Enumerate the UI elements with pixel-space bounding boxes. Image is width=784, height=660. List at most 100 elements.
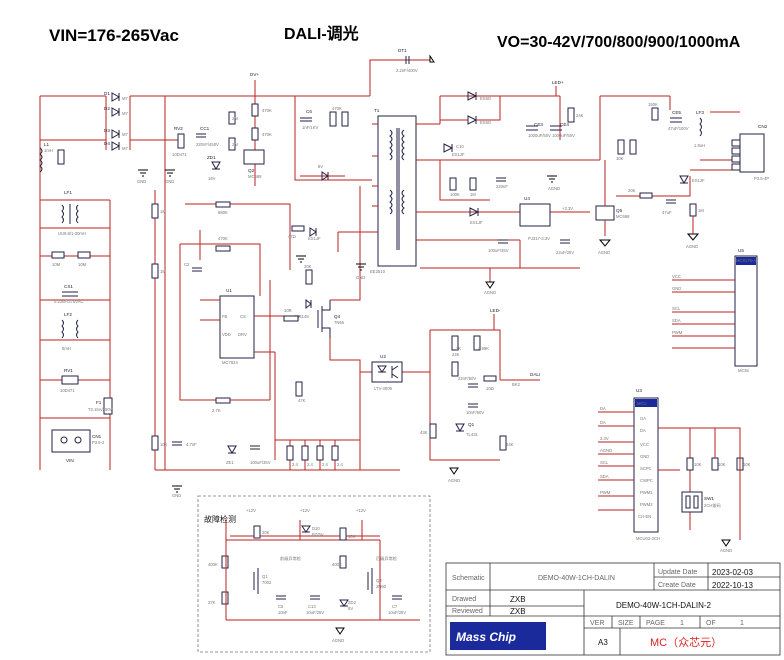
svg-text:400K: 400K (332, 562, 342, 567)
svg-text:2.4: 2.4 (307, 462, 313, 467)
svg-text:AGND: AGND (484, 290, 496, 295)
pin-drv: DRV (238, 332, 247, 337)
svg-text:1M: 1M (698, 208, 704, 213)
cx1-ref: CX1 (64, 284, 73, 289)
svg-text:ZE1: ZE1 (226, 460, 234, 465)
capacitor-c1 (172, 441, 182, 446)
cn1-ref: CN1 (92, 434, 102, 439)
svg-text:2.7K: 2.7K (212, 408, 221, 413)
svg-text:4.99K: 4.99K (478, 346, 489, 351)
resistor-r23 (295, 381, 303, 397)
reviewed-value: ZXB (510, 607, 526, 616)
pin-sda-right: SDA (672, 318, 681, 323)
dali-label: DALI (530, 372, 540, 377)
svg-text:ES5G: ES5G (480, 96, 491, 101)
transistor-q2: Q2 MC669 (243, 149, 265, 179)
svg-text:2K: 2K (456, 346, 461, 351)
varistor-rv1: RV1 10D471 (60, 368, 79, 393)
capacitor-cx1: CX1 0.22uF/275VAC (54, 284, 84, 304)
svg-text:MCU02-2CH: MCU02-2CH (636, 536, 660, 541)
resistor-r11 (151, 263, 159, 279)
ver-label: VER (590, 620, 604, 627)
led-plus-label: LED+ (552, 80, 564, 85)
svg-text:24K: 24K (506, 442, 514, 447)
schematic-value: DEMO-40W-1CH-DALIN (538, 575, 615, 582)
led-minus-label: LED- (490, 308, 501, 313)
resistor-ra (51, 251, 65, 259)
ce5-value: 47uF/100V (668, 126, 689, 131)
svg-text:24K: 24K (452, 352, 460, 357)
sw1-ref: SW1 (704, 496, 714, 501)
svg-text:8V: 8V (318, 164, 323, 169)
of-value: 1 (740, 620, 744, 627)
input-filter: L1 1mH D1 D2 D3 D4 M7 M7 M7 M7 LF1 UU9.8… (39, 91, 166, 470)
svg-text:1M: 1M (160, 209, 166, 214)
svg-text:SCL: SCL (600, 460, 609, 465)
svg-text:10K: 10K (694, 462, 702, 467)
q2-value: MC669 (248, 174, 262, 179)
svg-text:C2: C2 (184, 262, 190, 267)
secondary-section: ES5G ES5G CE3 1000uF/50V CE4 1000uF/50V … (439, 80, 769, 255)
svg-text:10K: 10K (743, 462, 751, 467)
zd1-ref: ZD1 (207, 155, 216, 160)
svg-text:220nF: 220nF (496, 184, 508, 189)
svg-text:100uF/35V: 100uF/35V (488, 248, 509, 253)
svg-text:2M: 2M (232, 142, 238, 147)
output-spec: VO=30-42V/700/800/900/1000mA (497, 34, 741, 51)
rv2-ref: RV2 (174, 126, 183, 131)
aux-3v3-label: +3.3V (562, 206, 573, 211)
capacitor-c2 (192, 267, 202, 272)
fuse-f1: F1 T3.15A/250V (88, 397, 113, 415)
resistor-r2 (228, 137, 236, 151)
sense-resistors: 2.4 2.4 2.4 2.4 100uF/35V ZE1 (226, 439, 360, 470)
resistor-gate (305, 269, 313, 285)
c6-ref: C6 (306, 109, 312, 114)
create-date-label: Create Date (658, 582, 696, 589)
q2-ref: Q2 (248, 168, 255, 173)
lf3-ref: LF3 (696, 110, 704, 115)
mcu-u3: U3 MCU DA DA 3.3V AGND SCL SDA PWM OA DA… (598, 388, 751, 553)
d4-ref: D4 (104, 141, 110, 146)
diode-gate (305, 298, 312, 310)
pin-pwm-right: PWM (672, 330, 683, 335)
svg-text:AGND: AGND (600, 448, 612, 453)
u2-value: LTV-3009 (374, 386, 393, 391)
d3-ref: D3 (104, 128, 110, 133)
svg-text:7002: 7002 (262, 580, 272, 585)
svg-text:10K: 10K (348, 534, 356, 539)
svg-text:10K: 10K (718, 462, 726, 467)
u3-value: MCU (637, 401, 647, 406)
resistor-r12 (151, 435, 159, 451)
q5-ref: Q5 (616, 208, 623, 213)
cc1-ref: CC1 (200, 126, 210, 131)
svg-text:2M: 2M (232, 116, 238, 121)
svg-text:470K: 470K (262, 132, 272, 137)
svg-text:SDA: SDA (600, 474, 609, 479)
svg-text:D10: D10 (312, 526, 320, 531)
svg-text:Q3: Q3 (376, 578, 382, 583)
svg-text:PWM2: PWM2 (640, 502, 653, 507)
resistor-r22 (215, 397, 231, 404)
aux-supply: ES1JF U4 PJ317-3.3V +3.3V 100uF/35V 22uF… (288, 164, 590, 295)
svg-text:680K: 680K (218, 210, 228, 215)
of-label: OF (706, 620, 716, 627)
svg-text:100K: 100K (450, 192, 460, 197)
update-date-value: 2023-02-03 (712, 568, 753, 577)
mosfet-q4: Q4 7N65 1N4148 20K 10R (283, 186, 361, 470)
drawn-value: ZXB (510, 595, 526, 604)
resistor-r4 (251, 127, 259, 141)
svg-text:2.4: 2.4 (322, 462, 328, 467)
ce3-value: 1000uF/50V (528, 133, 551, 138)
lf3-value: 1.8uH (694, 143, 705, 148)
lf1-value: UU9.8/1-30mH (58, 231, 86, 236)
primary-section: DV+ RV2 10D471 CC1 220nF/450V GND GND 2M… (137, 48, 435, 498)
svg-text:10R: 10R (284, 308, 292, 313)
svg-text:后级异常检: 后级异常检 (376, 555, 398, 562)
svg-text:ZD2: ZD2 (348, 600, 357, 605)
pin-vdd: VDD (222, 332, 231, 337)
svg-text:GND: GND (165, 179, 174, 184)
svg-text:10K: 10K (616, 156, 624, 161)
svg-text:PWM1: PWM1 (640, 490, 653, 495)
d1-ref: D1 (104, 91, 110, 96)
